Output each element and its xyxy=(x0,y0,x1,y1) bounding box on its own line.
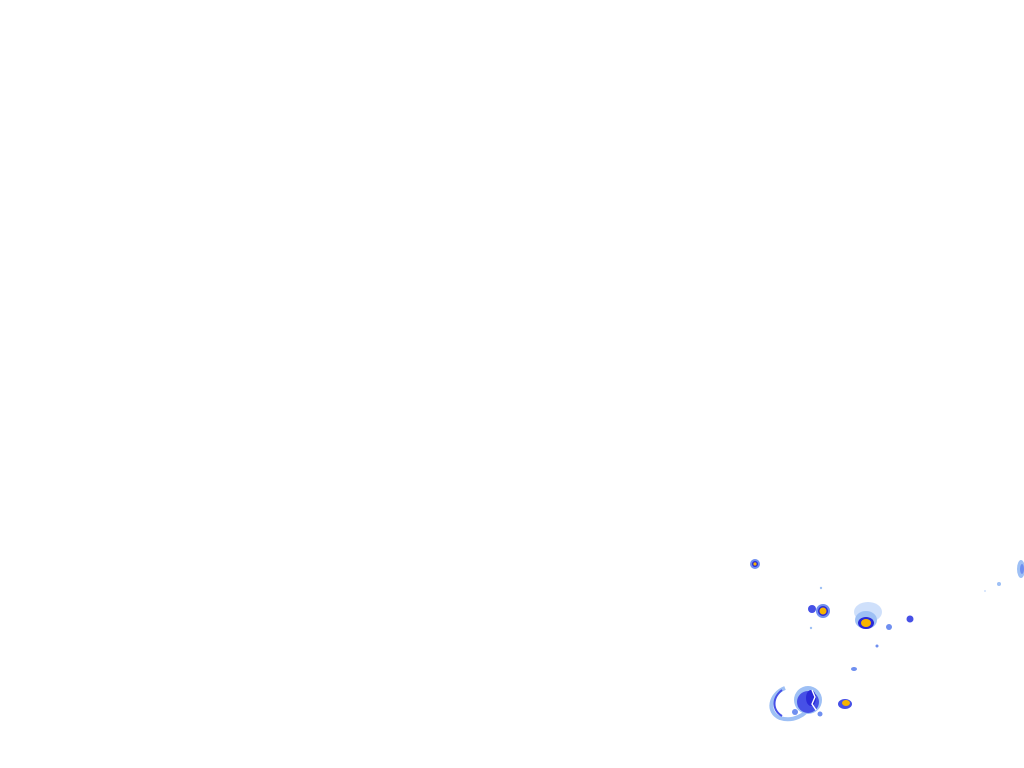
echo-cell-small-west xyxy=(750,559,760,569)
echo-cell-central xyxy=(808,586,830,630)
echo-cell-small-south xyxy=(838,699,852,709)
echo-cell-east xyxy=(851,602,914,671)
echo-cell-edge xyxy=(984,560,1024,592)
echo-cell-south xyxy=(769,686,823,722)
